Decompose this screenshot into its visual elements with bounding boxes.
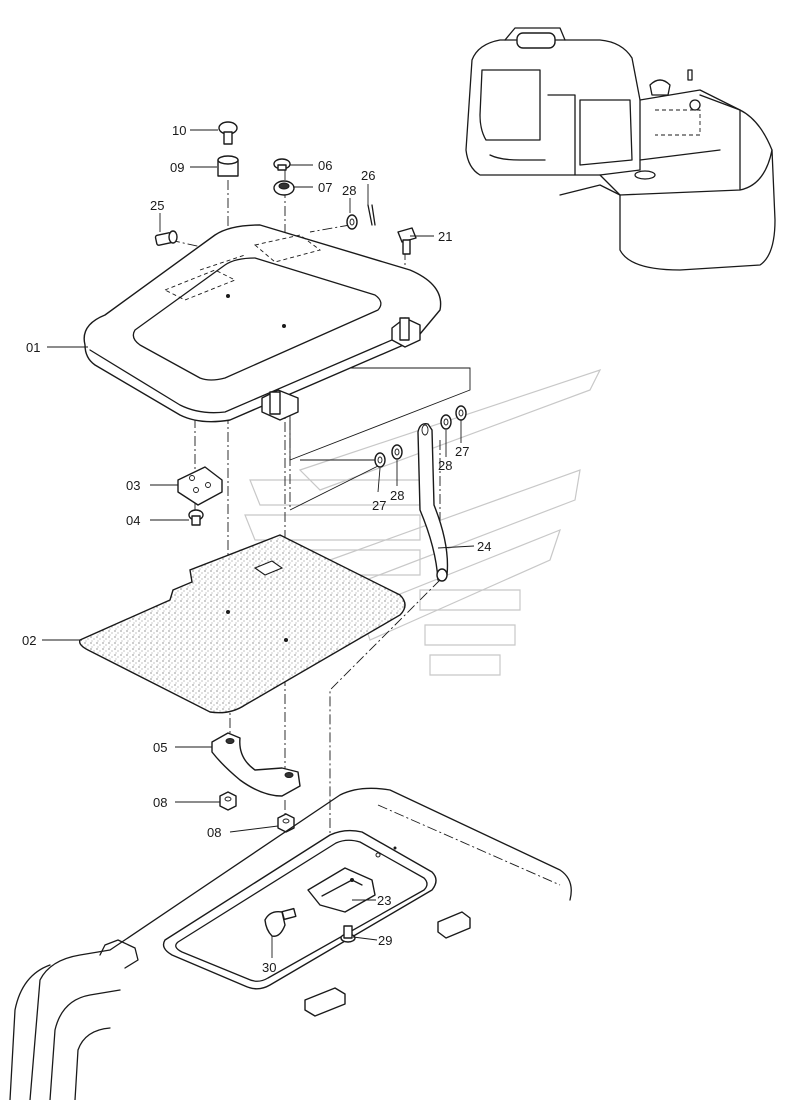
label-26: 26: [361, 168, 375, 183]
part-02-mat: [78, 534, 406, 714]
label-05: 05: [153, 740, 167, 755]
label-08-a: 08: [153, 795, 167, 810]
label-08-b: 08: [207, 825, 221, 840]
label-24: 24: [477, 539, 491, 554]
washers-middle: [374, 405, 467, 468]
callout-leaders: [42, 129, 475, 958]
part-08-nut-b: [277, 813, 295, 833]
label-09: 09: [170, 160, 184, 175]
part-08-nut-a: [219, 791, 237, 811]
label-06: 06: [318, 158, 332, 173]
label-30: 30: [262, 960, 276, 975]
label-23: 23: [377, 893, 391, 908]
label-21: 21: [438, 229, 452, 244]
label-28-top: 28: [342, 183, 356, 198]
part-21-bolt: [397, 227, 417, 255]
label-25: 25: [150, 198, 164, 213]
label-28-right: 28: [438, 458, 452, 473]
part-24-stay: [417, 422, 449, 582]
part-25-pin: [154, 230, 178, 246]
watermark-logo: [239, 368, 602, 676]
part-07-grommet: [273, 180, 295, 196]
label-04: 04: [126, 513, 140, 528]
part-23-latch: [307, 867, 376, 913]
part-03-bracket: [177, 466, 223, 506]
cover-hinges: [261, 317, 421, 421]
part-01-cover: [83, 224, 442, 423]
part-26-cotter-pin: [367, 204, 376, 226]
label-28-left: 28: [390, 488, 404, 503]
part-29-bolt: [340, 925, 356, 943]
label-27-right: 27: [455, 444, 469, 459]
label-01: 01: [26, 340, 40, 355]
part-10-bolt: [218, 121, 238, 145]
part-06-cap: [273, 158, 291, 171]
label-03: 03: [126, 478, 140, 493]
cab-roof: [9, 787, 572, 1100]
part-09-collar: [217, 155, 239, 177]
part-28-washer-top: [346, 214, 358, 230]
label-02: 02: [22, 633, 36, 648]
label-10: 10: [172, 123, 186, 138]
label-27-left: 27: [372, 498, 386, 513]
excavator-overview-inset: [465, 27, 776, 271]
part-04-bolt: [188, 509, 204, 526]
part-labels: 10 09 06 07 25 28 26 21 01 03 04 27 28 2…: [22, 123, 491, 975]
part-30-knob: [264, 907, 297, 937]
part-05-handle: [211, 732, 301, 797]
label-07: 07: [318, 180, 332, 195]
label-29: 29: [378, 933, 392, 948]
